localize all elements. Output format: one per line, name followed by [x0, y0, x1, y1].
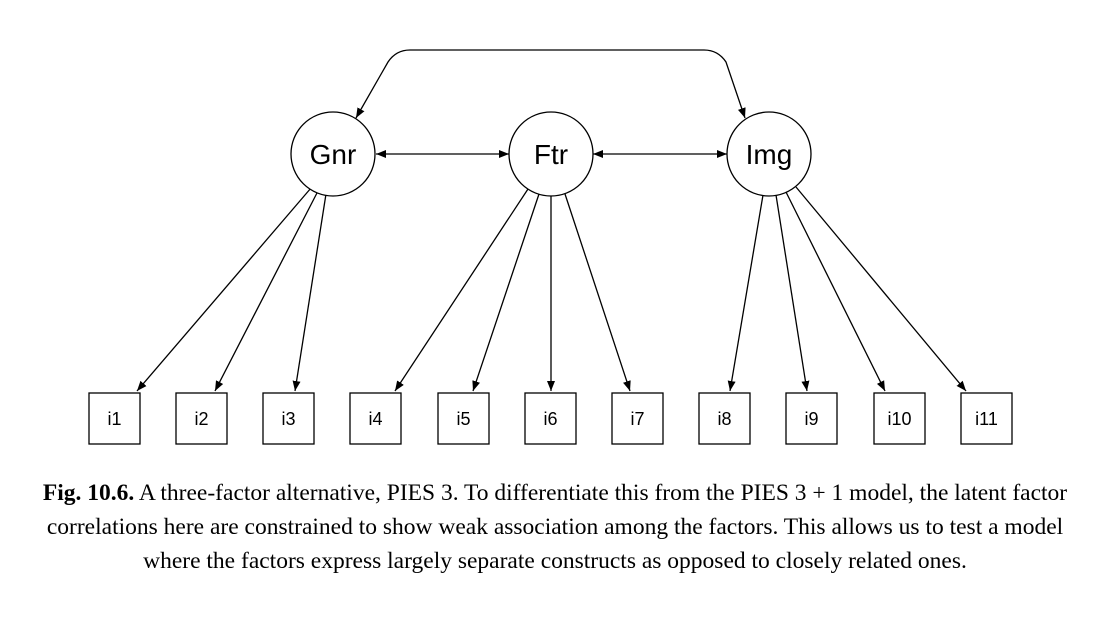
figure-number: Fig. 10.6. — [42, 480, 135, 506]
factor-label-ftr: Ftr — [534, 139, 568, 170]
item-node-i11: i11 — [960, 392, 1013, 445]
item-node-i5: i5 — [437, 392, 490, 445]
item-node-i1: i1 — [88, 392, 141, 445]
item-label-i1: i1 — [107, 409, 121, 429]
figure-caption: Fig. 10.6. A three-factor alternative, P… — [20, 476, 1090, 578]
item-label-i4: i4 — [368, 409, 382, 429]
factor-label-gnr: Gnr — [310, 139, 357, 170]
loading-img-i10 — [785, 191, 886, 392]
item-label-i11: i11 — [975, 409, 998, 429]
item-node-i8: i8 — [698, 392, 751, 445]
loading-gnr-i1 — [136, 187, 312, 392]
loading-img-i11 — [795, 186, 967, 392]
item-label-i8: i8 — [717, 409, 731, 429]
item-label-i3: i3 — [281, 409, 295, 429]
loading-img-i8 — [727, 194, 764, 392]
item-node-i7: i7 — [611, 392, 664, 445]
item-node-i4: i4 — [349, 392, 402, 445]
factor-label-img: Img — [746, 139, 793, 170]
factor-node-ftr: Ftr — [508, 111, 594, 197]
item-label-i5: i5 — [456, 409, 470, 429]
item-label-i10: i10 — [887, 409, 911, 429]
item-node-i6: i6 — [524, 392, 577, 445]
item-node-i9: i9 — [785, 392, 838, 445]
factor-node-img: Img — [726, 111, 812, 197]
item-label-i7: i7 — [630, 409, 644, 429]
item-node-i10: i10 — [873, 392, 926, 445]
item-node-i3: i3 — [262, 392, 315, 445]
loading-gnr-i2 — [214, 190, 319, 392]
loading-ftr-i7 — [564, 193, 631, 392]
item-label-i6: i6 — [543, 409, 557, 429]
factor-model-diagram: Gnr Ftr Img i1 i2 i3 i4 i5 i6 i7 i8 — [88, 49, 1013, 445]
item-label-i2: i2 — [194, 409, 208, 429]
loading-ftr-i5 — [472, 193, 540, 392]
correlation-gnr-img — [355, 49, 746, 119]
caption-text: A three-factor alternative, PIES 3. To d… — [46, 480, 1068, 574]
loading-ftr-i4 — [394, 188, 529, 392]
item-node-i2: i2 — [175, 392, 228, 445]
factor-node-gnr: Gnr — [290, 111, 376, 197]
loading-gnr-i3 — [292, 193, 327, 392]
item-label-i9: i9 — [804, 409, 818, 429]
loading-img-i9 — [775, 194, 810, 392]
